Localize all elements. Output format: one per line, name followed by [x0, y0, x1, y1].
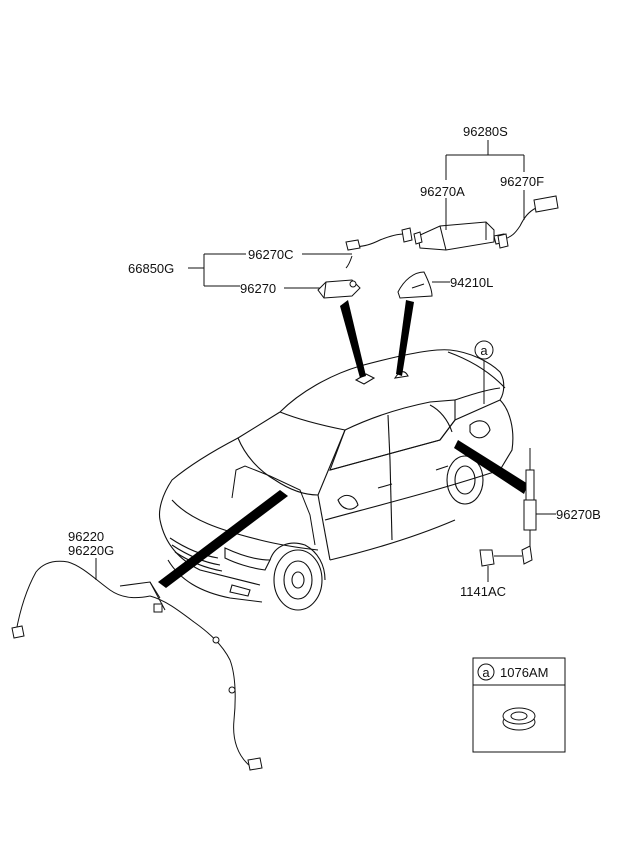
callout-a-marker: a [474, 340, 494, 360]
antenna-module-96270A [413, 221, 507, 251]
part-labels: 96280S 96270A 96270F 96270C 66850G 96270… [68, 124, 601, 680]
module-96270C [345, 227, 413, 269]
bolt-1141AC [479, 549, 500, 567]
label-1141AC: 1141AC [460, 584, 506, 599]
label-96270F: 96270F [500, 174, 544, 189]
label-96270: 96270 [240, 281, 276, 296]
module-96270 [317, 279, 361, 299]
label-1076AM: 1076AM [500, 665, 548, 680]
shark-antenna-94210L [397, 271, 433, 299]
label-66850G: 66850G [128, 261, 174, 276]
car-illustration [158, 349, 514, 611]
label-96270A: 96270A [420, 184, 465, 199]
cable-96270F [497, 195, 559, 249]
harness-96220 [11, 560, 263, 771]
label-96270B: 96270B [556, 507, 601, 522]
label-94210L: 94210L [450, 275, 493, 290]
inset-a-marker: a [477, 663, 495, 681]
label-96280S: 96280S [463, 124, 508, 139]
label-96220: 96220 [68, 529, 104, 544]
leader-lines [95, 140, 556, 582]
callout-a-label: a [480, 343, 488, 358]
label-96220G: 96220G [68, 543, 114, 558]
inset-a-label: a [482, 665, 490, 680]
inset-box [472, 657, 566, 753]
rear-antenna-96270B [500, 448, 537, 565]
pointer-arrows [158, 300, 528, 588]
label-96270C: 96270C [248, 247, 294, 262]
